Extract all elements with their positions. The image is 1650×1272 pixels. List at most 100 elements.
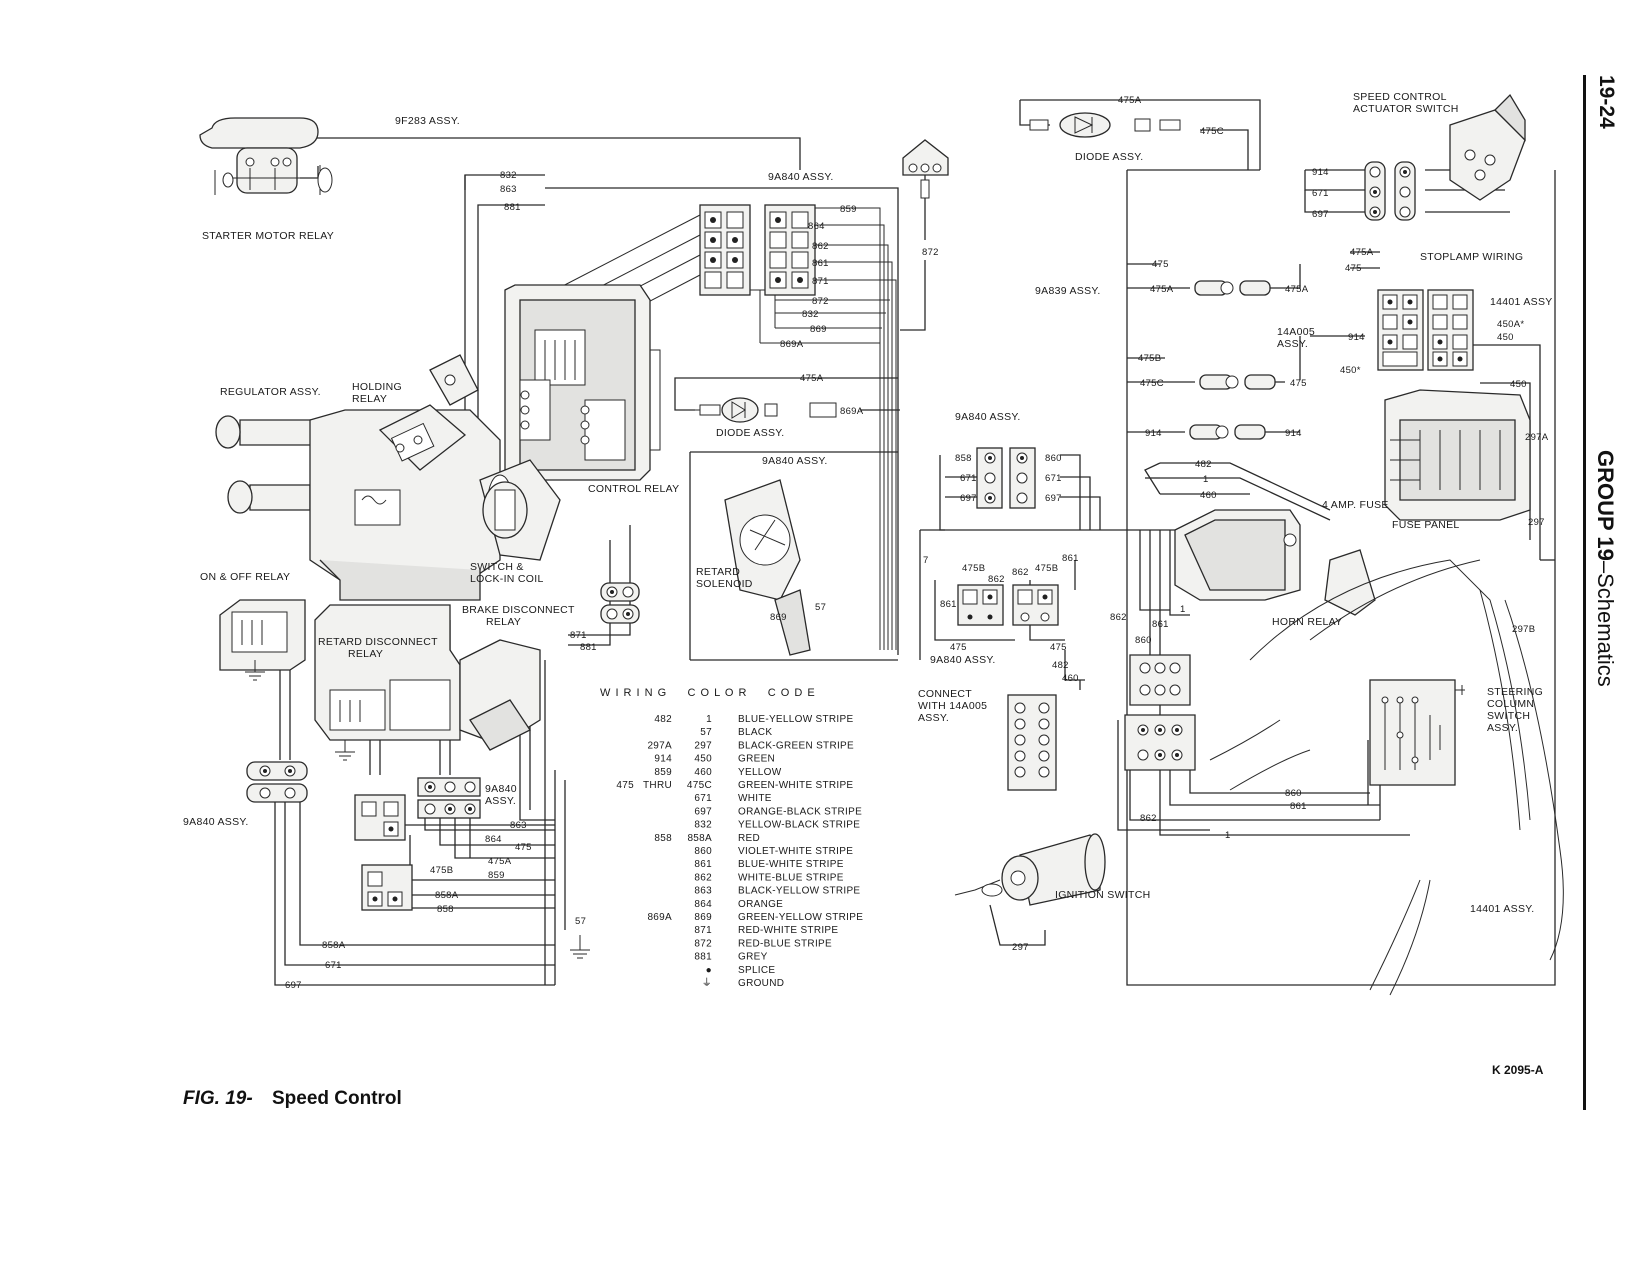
wire-475-r2: 475 xyxy=(1290,378,1307,389)
steering-column xyxy=(1209,559,1564,996)
wire-475a-r: 475A xyxy=(1285,284,1309,295)
wire-475-d: 475 xyxy=(1050,642,1067,653)
label-steering-2: COLUMN xyxy=(1487,698,1534,710)
color-code-number: 860 xyxy=(694,846,712,857)
wire-671-b: 671 xyxy=(960,473,977,484)
wire-numbers: 832 863 881 859 864 862 861 871 872 832 … xyxy=(285,95,1549,991)
color-code-number: ● xyxy=(706,965,712,976)
wire-7: 7 xyxy=(923,555,929,566)
wire-872-v: 872 xyxy=(922,247,939,258)
label-9a840-assy-mid: 9A840 ASSY. xyxy=(762,455,828,467)
wire-869-b: 869 xyxy=(770,612,787,623)
label-switch-lockin-1: SWITCH & xyxy=(470,561,524,573)
wire-860-b: 860 xyxy=(1135,635,1152,646)
on-off-relay xyxy=(219,599,306,681)
color-code-name: WHITE xyxy=(738,793,772,804)
color-code-number: 297 xyxy=(694,740,712,751)
page-number: 19-24 xyxy=(1595,75,1618,129)
connector-9a840-mid-right xyxy=(1009,447,1036,509)
wire-881: 881 xyxy=(504,202,521,213)
wire-881-b: 881 xyxy=(580,642,597,653)
label-4-amp-fuse: 4 AMP. FUSE xyxy=(1322,499,1389,511)
wire-860-c: 860 xyxy=(1285,788,1302,799)
label-retard-disconnect-2: RELAY xyxy=(348,648,383,660)
label-switch-lockin-2: LOCK-IN COIL xyxy=(470,573,544,585)
label-steering-1: STEERING xyxy=(1487,686,1543,698)
color-code-number: 881 xyxy=(694,952,712,963)
wire-475b-l: 475B xyxy=(1138,353,1161,364)
horn-relay xyxy=(1174,509,1376,616)
connector-860-861 xyxy=(1129,654,1191,706)
wire-864: 864 xyxy=(808,221,825,232)
connector-9a840-lower-left xyxy=(417,777,481,819)
color-code-name: VIOLET-WHITE STRIPE xyxy=(738,846,853,857)
label-holding-relay-2: RELAY xyxy=(352,393,387,405)
wire-861-d: 861 xyxy=(1290,801,1307,812)
label-9a840-assy-low: 9A840 ASSY. xyxy=(930,654,996,666)
wire-450-c: 450 xyxy=(1510,379,1527,390)
diode-assy-top xyxy=(1029,112,1181,138)
label-brake-disconnect-1: BRAKE DISCONNECT xyxy=(462,604,575,616)
wire-858a-b: 858A xyxy=(322,940,346,951)
retard-disconnect-relay xyxy=(314,604,461,761)
color-code-alt: 858 xyxy=(654,833,672,844)
wire-57-a: 57 xyxy=(815,602,826,613)
wire-869a: 869A xyxy=(780,339,804,350)
wire-297a: 297A xyxy=(1525,432,1549,443)
wire-871-b: 871 xyxy=(570,630,587,641)
retard-solenoid xyxy=(724,479,811,656)
steering-column-switch xyxy=(1369,679,1465,786)
label-brake-disconnect-2: RELAY xyxy=(486,616,521,628)
wire-859: 859 xyxy=(840,204,857,215)
color-code-name: GREY xyxy=(738,952,768,963)
wire-861-c: 861 xyxy=(1152,619,1169,630)
wire-697-a: 697 xyxy=(1312,209,1329,220)
color-code-number: 872 xyxy=(694,938,712,949)
wire-914-b: 914 xyxy=(1348,332,1365,343)
label-9a840-assy-mid2: 9A840 ASSY. xyxy=(955,411,1021,423)
wire-475b-b: 475B xyxy=(1035,563,1058,574)
wire-1-c: 1 xyxy=(1225,830,1231,841)
wire-475c-l: 475C xyxy=(1140,378,1164,389)
wire-869a-mid: 869A xyxy=(840,406,864,417)
group-name: GROUP 19 xyxy=(1593,450,1618,561)
wire-914-a: 914 xyxy=(1312,167,1329,178)
connector-lower-left-b xyxy=(361,864,413,911)
wire-697-d: 697 xyxy=(285,980,302,991)
ground-symbol xyxy=(570,935,590,959)
wire-861: 861 xyxy=(812,258,829,269)
wire-858: 858 xyxy=(437,904,454,915)
wire-697-c: 697 xyxy=(1045,493,1062,504)
color-code-number: 450 xyxy=(694,754,712,765)
color-code-number: 832 xyxy=(694,820,712,831)
brake-disconnect-relay xyxy=(459,639,541,751)
wire-475b-c: 475B xyxy=(430,865,453,876)
wire-450-star: 450* xyxy=(1340,365,1361,376)
connector-lower-left-a xyxy=(354,794,406,841)
label-14a005-assy-1: 14A005 xyxy=(1277,326,1315,338)
connector-lower-mid xyxy=(1124,714,1196,771)
wire-862-c: 862 xyxy=(1110,612,1127,623)
label-steering-4: ASSY. xyxy=(1487,722,1518,734)
wire-671-d: 671 xyxy=(325,960,342,971)
color-code-name: GROUND xyxy=(738,978,784,989)
wire-863: 863 xyxy=(500,184,517,195)
figure-title: Speed Control xyxy=(271,1088,402,1109)
label-14a005-assy-2: ASSY. xyxy=(1277,338,1308,350)
label-9a839-assy: 9A839 ASSY. xyxy=(1035,285,1101,297)
wire-297: 297 xyxy=(1528,517,1545,528)
color-code-number: ⏚ xyxy=(702,977,712,989)
label-stoplamp-wiring: STOPLAMP WIRING xyxy=(1420,251,1523,263)
label-9f283-assy: 9F283 ASSY. xyxy=(395,115,460,127)
label-9a840-assy-left: 9A840 ASSY. xyxy=(183,816,249,828)
bullet-connectors xyxy=(1189,280,1276,440)
wire-864-b: 864 xyxy=(485,834,502,845)
label-speed-control-switch-2: ACTUATOR SWITCH xyxy=(1353,103,1459,115)
color-code-name: BLACK-GREEN STRIPE xyxy=(738,740,854,751)
art-code: K 2095-A xyxy=(1492,1063,1544,1077)
wire-869: 869 xyxy=(810,324,827,335)
component-labels: 9F283 ASSY. STARTER MOTOR RELAY 9A840 AS… xyxy=(183,91,1552,915)
wire-861-a: 861 xyxy=(1062,553,1079,564)
